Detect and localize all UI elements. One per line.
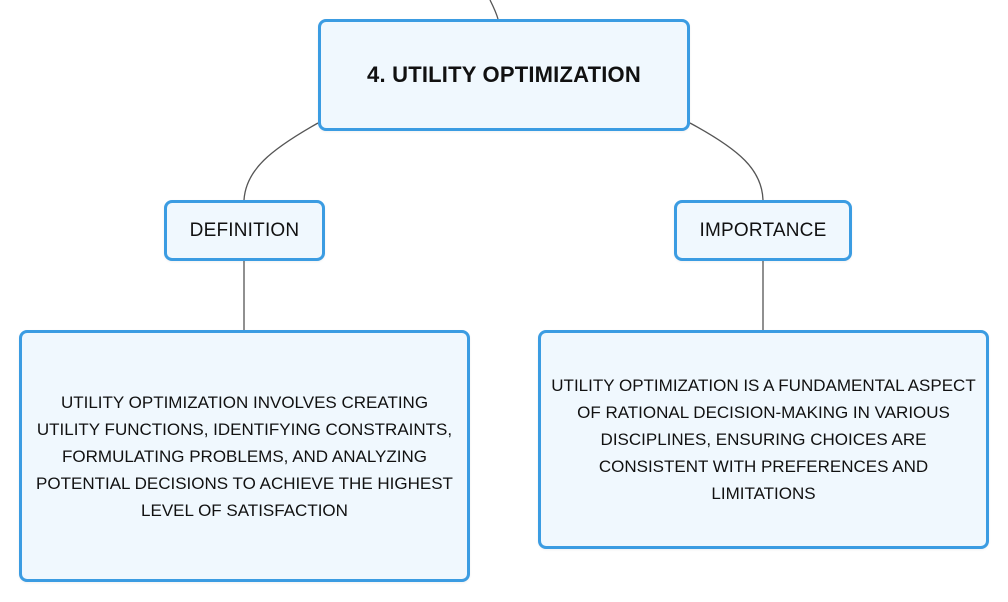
definition-detail-node[interactable]: UTILITY OPTIMIZATION INVOLVES CREATING U… [19,330,470,582]
connector-root-to-importance [689,122,764,201]
definition-label: DEFINITION [189,219,300,241]
connector-root-to-definition [243,122,319,201]
importance-detail-node[interactable]: UTILITY OPTIMIZATION IS A FUNDAMENTAL AS… [538,330,989,549]
definition-detail-text: UTILITY OPTIMIZATION INVOLVES CREATING U… [36,392,453,520]
importance-label: IMPORTANCE [699,219,827,241]
importance-node[interactable]: IMPORTANCE [674,200,852,261]
root-topic-title: 4. UTILITY OPTIMIZATION [367,62,641,87]
connector-from-parent [489,0,499,20]
importance-detail-text: UTILITY OPTIMIZATION IS A FUNDAMENTAL AS… [551,376,976,503]
definition-node[interactable]: DEFINITION [164,200,325,261]
root-topic-node[interactable]: 4. UTILITY OPTIMIZATION [318,19,690,131]
